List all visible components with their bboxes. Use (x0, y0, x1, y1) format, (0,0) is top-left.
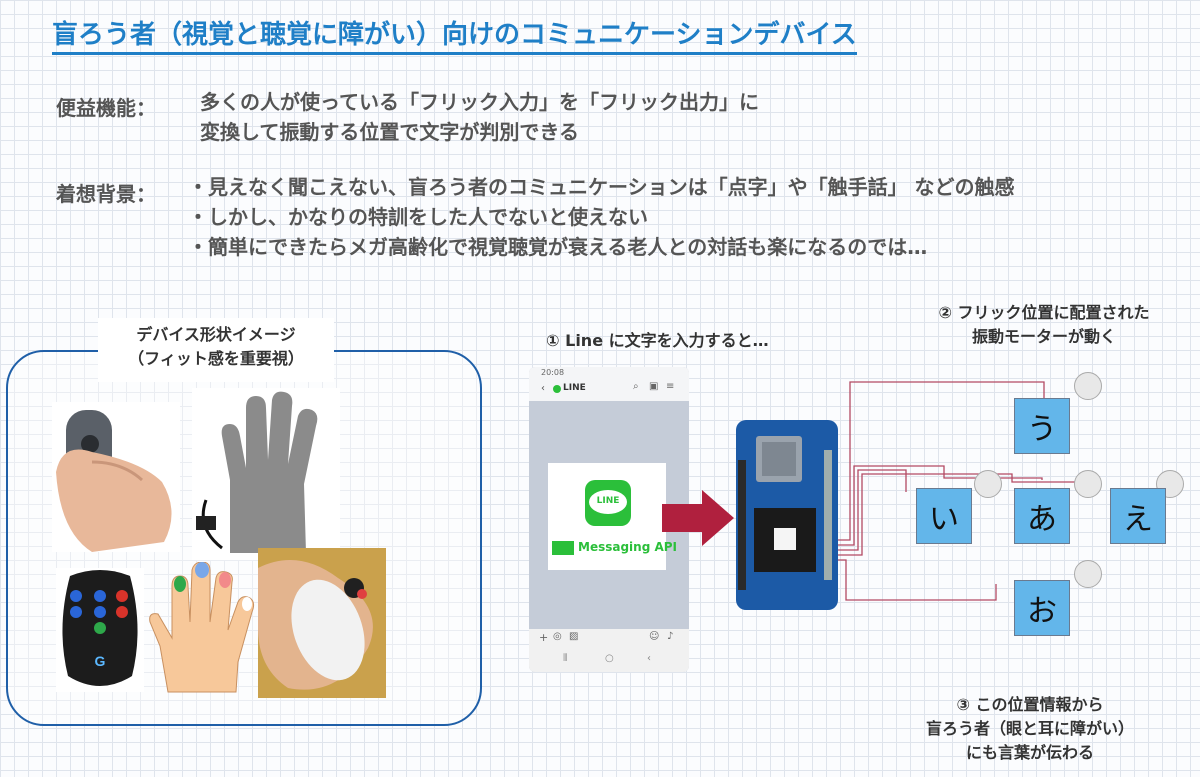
controller-hand-illustration (56, 410, 172, 552)
line-status-dot-icon (553, 385, 561, 393)
image-icon[interactable]: ▨ (569, 631, 579, 642)
phone-header (529, 367, 689, 401)
phone-status-time: 20:08 (541, 368, 565, 377)
arrow-right-icon (662, 490, 734, 546)
kana-box-i: い (916, 488, 972, 544)
benefit-line-2: 変換して振動する位置で文字が判別できる (200, 120, 579, 144)
recent-apps-icon[interactable]: ⦀ (563, 653, 568, 664)
glove-photo (192, 388, 340, 560)
line-bubble (589, 490, 627, 514)
benefit-line-1: 多くの人が使っている「フリック入力」を「フリック出力」に (200, 90, 759, 114)
line-logo-text: LINE (596, 496, 620, 506)
back-nav-icon[interactable]: ‹ (647, 653, 651, 664)
phone-input-bar (529, 629, 689, 672)
home-icon[interactable]: ○ (605, 653, 614, 664)
wires (838, 381, 1076, 601)
vibration-motor-u (1074, 372, 1102, 400)
step2-caption-line-1: ② フリック位置に配置された (938, 303, 1150, 322)
vibration-motor-i (974, 470, 1002, 498)
step3-caption-line-1: ③ この位置情報から (956, 695, 1104, 714)
note-icon[interactable]: ▣ (649, 381, 659, 392)
emoji-icon[interactable]: ☺ (649, 631, 660, 642)
gaming-mouse-photo: G (56, 568, 144, 692)
background-line-2: ・しかし、かなりの特訓をした人でないと使えない (188, 205, 648, 229)
back-arrow-icon[interactable]: ‹ (541, 383, 545, 394)
controller-hand-photo (52, 402, 180, 552)
vibration-motor-a (1074, 470, 1102, 498)
kana-box-o: お (1014, 580, 1070, 636)
step2-caption-line-2: 振動モーターが動く (971, 327, 1116, 346)
svg-text:G: G (95, 653, 106, 669)
microcontroller-board (736, 420, 838, 610)
device-caption-line-2: （フィット感を重要視） (128, 349, 304, 368)
plus-icon[interactable]: + (539, 631, 549, 644)
kana-box-u: う (1014, 398, 1070, 454)
gaming-mouse-illustration: G (62, 570, 138, 686)
search-icon[interactable]: ⌕ (633, 381, 639, 392)
device-caption-box (98, 318, 334, 382)
kana-box-e: え (1110, 488, 1166, 544)
phone-app-name: LINE (563, 383, 586, 393)
step1-caption: ① Line に文字を入力すると… (546, 331, 769, 350)
device-caption-line-1: デバイス形状イメージ (136, 325, 296, 344)
background-line-1: ・見えなく聞こえない、盲ろう者のコミュニケーションは「点字」や「触手話」 などの… (188, 175, 1015, 199)
background-line-3: ・簡単にできたらメガ高齢化で視覚聴覚が衰える老人との対話も楽になるのでは… (188, 235, 928, 259)
benefit-label: 便益機能： (56, 96, 156, 120)
step3-caption-line-2: 盲ろう者（眼と耳に障がい） (925, 719, 1134, 738)
camera-icon[interactable]: ◎ (553, 631, 562, 642)
background-label: 着想背景： (56, 182, 156, 206)
bird-in-hand-illustration (258, 548, 386, 698)
vibration-motor-o (1074, 560, 1102, 588)
step3-caption-line-3: にも言葉が伝わる (965, 743, 1094, 762)
glove-illustration (196, 391, 318, 553)
page-title: 盲ろう者（視覚と聴覚に障がい）向けのコミュニケーションデバイス (52, 18, 857, 55)
messaging-api-label: Messaging API (578, 540, 678, 554)
menu-icon[interactable]: ≡ (666, 381, 675, 392)
hand-fingertips-illustration (146, 561, 256, 694)
mic-icon[interactable]: ♪ (667, 631, 674, 642)
bird-in-hand-photo (258, 548, 386, 698)
messaging-api-badge-icon (552, 541, 574, 555)
kana-box-a: あ (1014, 488, 1070, 544)
